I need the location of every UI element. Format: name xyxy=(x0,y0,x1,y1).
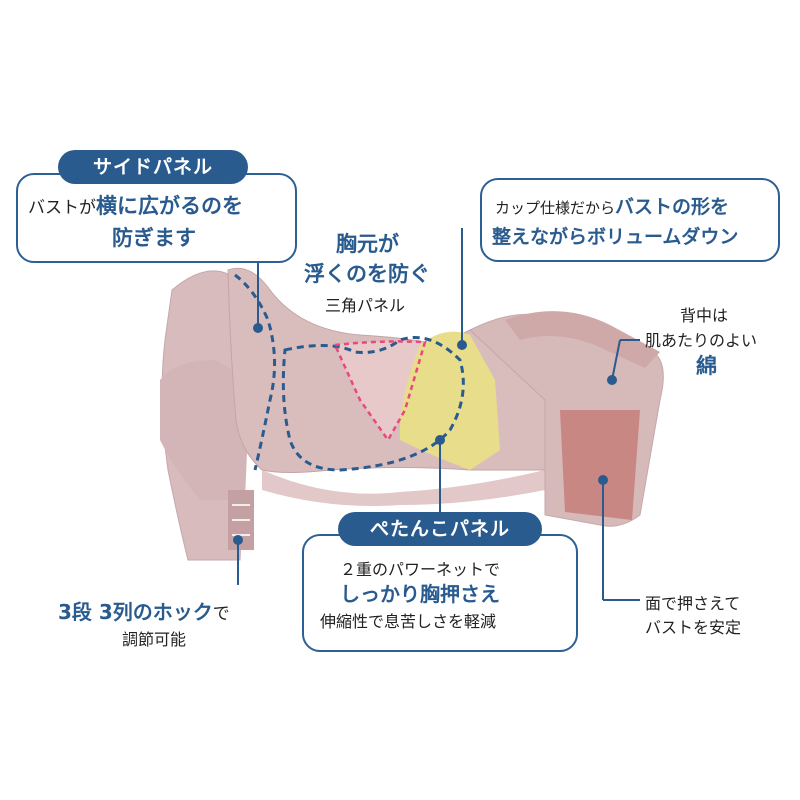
side-panel-title: サイドパネル xyxy=(58,150,248,184)
flat-panel-mesh xyxy=(399,331,500,470)
cup-outline xyxy=(281,336,465,472)
side-panel-line1: バストが横に広がるのを xyxy=(28,190,243,220)
lace-trim xyxy=(262,470,545,506)
side-panel-outline xyxy=(234,273,276,471)
triangle-panel xyxy=(335,341,425,440)
surface-line1: 面で押さえて xyxy=(645,594,741,613)
right-strap xyxy=(505,311,660,368)
side-panel-line1-bold: 横に広がるのを xyxy=(96,194,243,218)
back-line3: 綿 xyxy=(696,354,717,378)
triangle-line3: 三角パネル xyxy=(325,296,406,315)
hook-line1: 3段 3列のホックで xyxy=(58,596,230,625)
side-panel-line2: 防ぎます xyxy=(112,226,196,250)
hook-line1-bold: 3段 3列のホック xyxy=(58,600,213,624)
side-panel-callout xyxy=(16,173,297,263)
surface-line2: バストを安定 xyxy=(645,618,742,637)
cup-line1: カップ仕様だからバストの形を xyxy=(495,192,729,219)
back-line2: 肌あたりのよい xyxy=(645,331,758,350)
cup-line1-prefix: カップ仕様だから xyxy=(495,199,616,217)
back-line1: 背中は xyxy=(680,306,729,325)
cup-line2: 整えながらボリュームダウン xyxy=(492,226,739,248)
hook-line2: 調節可能 xyxy=(122,630,187,649)
left-side-body xyxy=(160,360,250,500)
side-panel-line1-prefix: バストが xyxy=(28,198,96,218)
flat-panel-title: ぺたんこパネル xyxy=(338,512,542,546)
triangle-line1: 胸元が xyxy=(336,232,399,256)
back-mesh-panel xyxy=(560,410,640,520)
flat-panel-line3: 伸縮性で息苦しさを軽減 xyxy=(320,612,497,631)
triangle-line2: 浮くのを防ぐ xyxy=(304,262,430,286)
hook-line1-suffix: で xyxy=(212,604,230,624)
cup-line1-bold: バストの形を xyxy=(615,196,730,218)
flat-panel-line2: しっかり胸押さえ xyxy=(340,582,500,606)
triangle-outline xyxy=(333,340,427,443)
cup-callout xyxy=(480,178,780,262)
flat-panel-line1: ２重のパワーネットで xyxy=(340,560,501,579)
flat-panel-callout xyxy=(302,534,578,652)
